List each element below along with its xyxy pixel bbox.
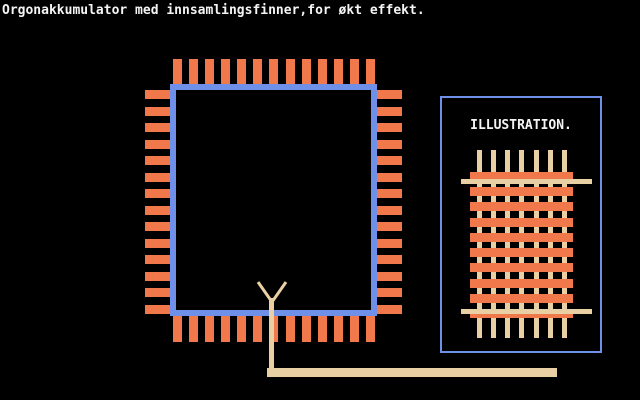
fin xyxy=(301,316,311,342)
fin xyxy=(205,59,215,84)
antenna-fork-icon xyxy=(256,281,288,303)
fin xyxy=(145,255,170,265)
fin xyxy=(377,139,402,149)
illustration-fin-line xyxy=(533,150,539,338)
fin xyxy=(377,156,402,166)
fin xyxy=(145,156,170,166)
fin xyxy=(173,316,182,342)
illustration-bar xyxy=(470,232,573,242)
illustration-label: ILLUSTRATION. xyxy=(470,118,572,133)
fin xyxy=(145,288,170,298)
illustration-bar xyxy=(470,248,573,258)
fin xyxy=(145,189,170,199)
fin xyxy=(377,255,402,265)
illustration-bar xyxy=(470,172,573,181)
fins-top xyxy=(173,59,375,84)
fin xyxy=(189,316,199,342)
illustration-top-plate xyxy=(461,179,592,184)
fin xyxy=(221,59,231,84)
illustration-bar xyxy=(470,278,573,288)
fin xyxy=(145,90,170,99)
fin xyxy=(333,316,343,342)
fin xyxy=(377,106,402,116)
fin xyxy=(173,59,182,84)
illustration-fin-line xyxy=(519,150,525,338)
fin xyxy=(145,172,170,182)
fin xyxy=(145,271,170,281)
fin xyxy=(145,123,170,133)
illustration-bar xyxy=(470,293,573,303)
fin xyxy=(377,238,402,248)
fin xyxy=(377,172,402,182)
fin xyxy=(301,59,311,84)
fin xyxy=(237,59,247,84)
fin xyxy=(145,304,170,314)
fins-left xyxy=(145,90,170,314)
fin xyxy=(189,59,199,84)
fin xyxy=(317,316,327,342)
fin xyxy=(253,59,263,84)
fin xyxy=(377,123,402,133)
fin xyxy=(333,59,343,84)
illustration-bars xyxy=(470,172,573,318)
illustration-bar xyxy=(470,202,573,212)
fins-right xyxy=(377,90,402,314)
fin xyxy=(145,238,170,248)
fin xyxy=(145,222,170,232)
ground-pipe xyxy=(267,368,557,377)
ground-stem xyxy=(269,298,274,371)
fin xyxy=(377,189,402,199)
fin xyxy=(377,288,402,298)
fin xyxy=(377,90,402,99)
fin xyxy=(221,316,231,342)
fin xyxy=(205,316,215,342)
fin xyxy=(145,139,170,149)
fin xyxy=(145,106,170,116)
illustration-fin-line xyxy=(477,150,482,338)
fin xyxy=(269,59,279,84)
fin xyxy=(377,205,402,215)
illustration-panel xyxy=(440,96,602,353)
illustration-fin-line xyxy=(561,150,567,338)
fin xyxy=(253,316,263,342)
fin xyxy=(317,59,327,84)
illustration-bottom-plate xyxy=(461,309,592,314)
illustration-bar xyxy=(470,263,573,273)
fins-bottom xyxy=(173,316,375,342)
fin xyxy=(349,59,359,84)
fin xyxy=(145,205,170,215)
fin xyxy=(377,304,402,314)
page-title: Orgonakkumulator med innsamlingsfinner,f… xyxy=(2,3,425,18)
fin xyxy=(349,316,359,342)
fin xyxy=(285,316,295,342)
illustration-fin-line xyxy=(547,150,553,338)
fin xyxy=(365,316,375,342)
fin xyxy=(237,316,247,342)
fin xyxy=(377,271,402,281)
illustration-fin-line xyxy=(505,150,511,338)
illustration-bar xyxy=(470,217,573,227)
illustration-fin-line xyxy=(491,150,497,338)
illustration-fin-lines xyxy=(477,150,567,338)
fin xyxy=(377,222,402,232)
fin xyxy=(365,59,375,84)
fin xyxy=(285,59,295,84)
illustration-bar xyxy=(470,187,573,197)
